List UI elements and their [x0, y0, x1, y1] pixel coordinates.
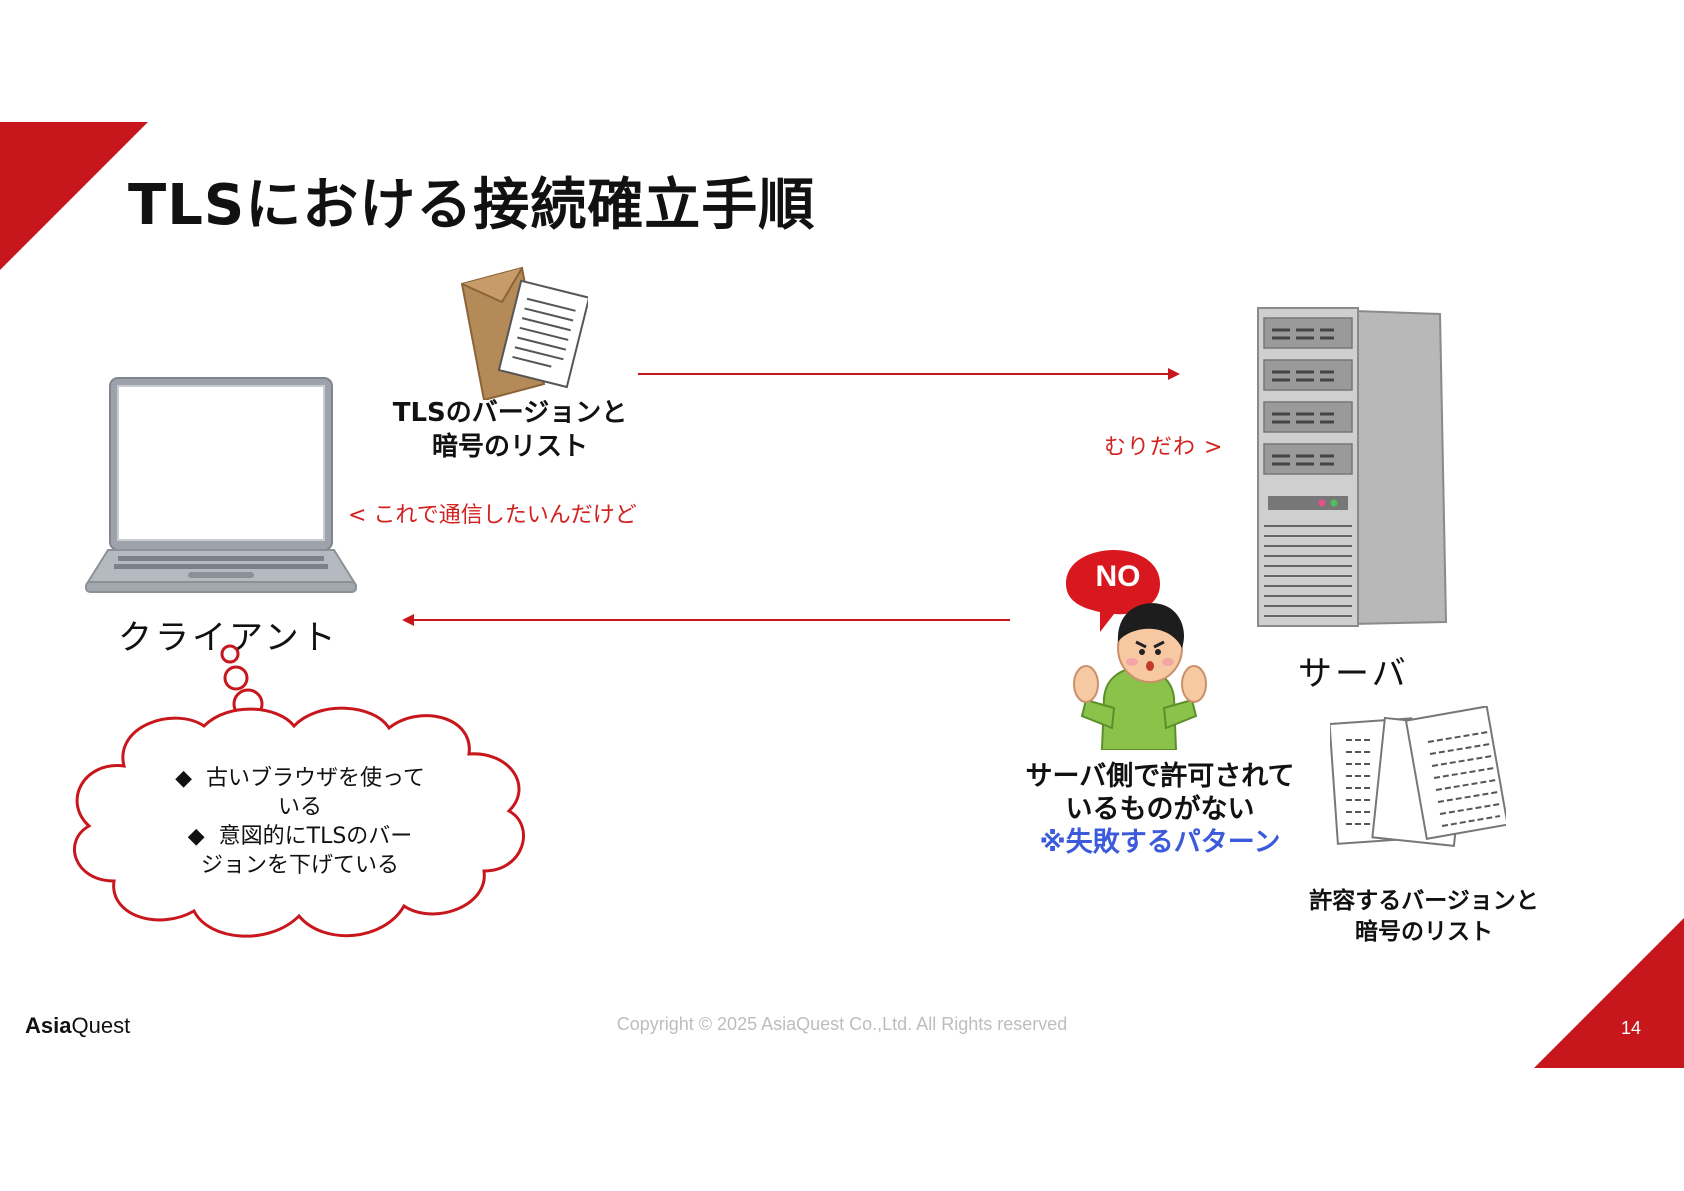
bullet-diamond-icon: ◆ [175, 764, 192, 793]
page-number: 14 [1621, 1018, 1641, 1039]
envelope-document-icon [452, 264, 588, 400]
request-caption: TLSのバージョンと 暗号のリスト [380, 396, 640, 464]
thought-item: ◆ 意図的にTLSのバー [140, 822, 460, 851]
thought-item-line1: 意図的にTLSのバー [219, 822, 413, 851]
thought-item-line2: いる [140, 793, 460, 822]
request-caption-line2: 暗号のリスト [380, 430, 640, 464]
thought-text: ◆ 古いブラウザを使って いる ◆ 意図的にTLSのバー ジョンを下げている [140, 764, 460, 880]
slide-title: TLSにおける接続確立手順 [128, 160, 815, 241]
server-result-line1: サーバ側で許可されて [1010, 760, 1310, 793]
client-message: < これで通信したいんだけど [348, 497, 637, 529]
thought-item-line2: ジョンを下げている [140, 851, 460, 880]
thought-item-line1: 古いブラウザを使って [206, 764, 425, 793]
failure-pattern-note: ※失敗するパターン [1010, 826, 1310, 859]
allowed-list-line1: 許容するバージョンと [1284, 886, 1564, 917]
copyright-notice: Copyright © 2025 AsiaQuest Co.,Ltd. All … [0, 1014, 1684, 1035]
allowed-list-line2: 暗号のリスト [1284, 917, 1564, 948]
allowed-list-caption: 許容するバージョンと 暗号のリスト [1284, 886, 1564, 948]
server-result-caption: サーバ側で許可されて いるものがない ※失敗するパターン [1010, 760, 1310, 859]
allowed-lists-documents-icon [1330, 706, 1506, 866]
bullet-diamond-icon: ◆ [188, 822, 205, 851]
server-result-line2: いるものがない [1010, 793, 1310, 826]
server-label: サーバ [1298, 646, 1409, 695]
laptop-icon [84, 376, 358, 598]
thought-item: ◆ 古いブラウザを使って [140, 764, 460, 793]
response-arrow [398, 610, 1014, 630]
server-icon [1250, 304, 1460, 630]
no-sign-text: NO [1072, 560, 1164, 594]
request-caption-line1: TLSのバージョンと [380, 396, 640, 430]
server-reply: むりだわ > [1104, 429, 1223, 461]
request-arrow [630, 364, 1186, 384]
